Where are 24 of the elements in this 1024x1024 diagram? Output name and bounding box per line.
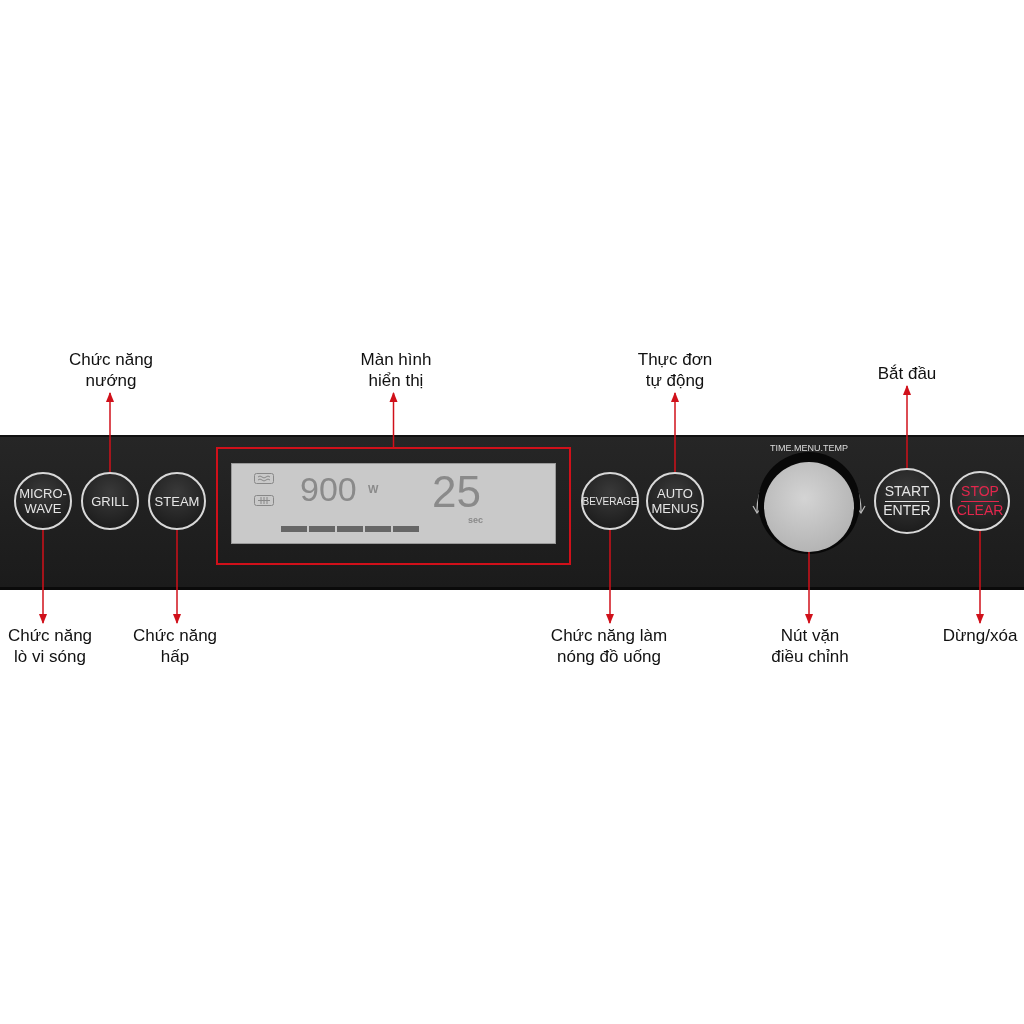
callout-text: Chức năng làm nóng đồ uống <box>544 625 674 667</box>
callout-text: Chức năng lò vi sóng <box>2 625 98 667</box>
leader-arrow <box>389 391 398 448</box>
knob-label: TIME.MENU.TEMP <box>769 443 849 453</box>
callout-text: Dừng/xóa <box>932 625 1024 646</box>
unit-label: sec <box>468 516 484 525</box>
callout-text: Nút vặn điều chỉnh <box>762 625 858 667</box>
callout-text: Màn hình hiển thị <box>348 349 444 391</box>
unit-label: W <box>368 484 379 495</box>
leader-arrow <box>804 551 814 625</box>
leader-arrow <box>172 529 182 625</box>
callout-text: Thực đơn tự động <box>627 349 723 391</box>
leader-arrow <box>105 391 115 473</box>
highlight-frame <box>216 447 571 565</box>
leader-arrow <box>38 529 48 625</box>
lcd-digits: 25 <box>432 470 481 514</box>
leader-arrow <box>605 529 615 625</box>
callout-text: Bắt đầu <box>859 363 955 384</box>
lcd-digits: 900 <box>300 472 357 506</box>
callout-text: Chức năng nướng <box>63 349 159 391</box>
leader-arrow <box>902 384 912 469</box>
leader-arrow <box>670 391 680 473</box>
callout-text: Chức năng hấp <box>127 625 223 667</box>
leader-arrow <box>975 530 985 625</box>
